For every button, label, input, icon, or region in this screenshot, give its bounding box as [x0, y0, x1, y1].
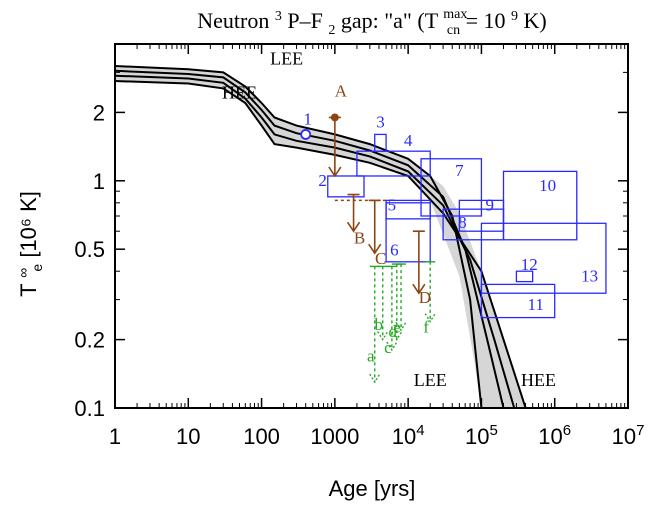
y-tick-label: 0.2: [74, 328, 105, 353]
curve-end-label-lee: LEE: [414, 370, 447, 390]
limit-dot-A: [330, 113, 339, 122]
box-label-3: 3: [376, 112, 385, 131]
dashed-limit-arrow-a: [369, 373, 381, 384]
chart-title: Neutron 3 P–F 2 gap: "a" (T max cn = 10 …: [197, 0, 547, 39]
box-label-6: 6: [390, 240, 399, 259]
box-label-9: 9: [486, 196, 495, 215]
limit-label-D: D: [419, 288, 431, 307]
limit-label-B: B: [354, 228, 365, 247]
box-label-4: 4: [404, 131, 413, 150]
dashed-limit-label-d: d: [389, 322, 398, 341]
data-box-10: [502, 170, 578, 241]
box-label-13: 13: [581, 267, 598, 286]
data-box-12: [515, 270, 534, 283]
curve-label-lee: LEE: [270, 48, 303, 68]
x-tick-label: 107: [612, 422, 645, 449]
data-point-1: [300, 129, 312, 140]
dashed-limit-label-a: a: [367, 347, 375, 366]
dashed-limit-label-e: e: [393, 317, 401, 336]
y-tick-label: 0.1: [74, 396, 105, 421]
box-label-8: 8: [458, 213, 467, 232]
data-box-11: [480, 283, 556, 319]
x-tick-label: 100: [243, 424, 280, 449]
dashed-limit-arrow-f: [424, 313, 436, 323]
dashed-limit-arrow-b: [377, 331, 389, 341]
box-label-5: 5: [388, 196, 397, 215]
limit-label-A: A: [335, 81, 348, 100]
y-axis-label: T ∞ e [10⁶ K]: [8, 191, 47, 297]
limit-arrow-D: [412, 283, 426, 295]
dashed-limit-arrow-c: [386, 341, 398, 352]
point-label-1: 1: [303, 109, 312, 128]
cooling-curve-1: [115, 65, 483, 408]
cooling-curve-3: [115, 74, 516, 408]
y-tick-label: 2: [93, 100, 105, 125]
limit-label-C: C: [375, 249, 386, 268]
data-box-2: [327, 175, 365, 198]
box-label-12: 12: [521, 255, 538, 274]
data-box-4: [356, 150, 431, 177]
y-tick-label: 1: [93, 169, 105, 194]
limit-arrow-A: [328, 166, 342, 178]
x-tick-label: 105: [465, 422, 498, 449]
plot-content: [115, 65, 607, 408]
dashed-limit-label-c: c: [384, 338, 392, 357]
x-tick-label: 10: [176, 424, 200, 449]
data-box-6: [385, 202, 431, 263]
limit-arrow-B: [346, 221, 361, 233]
box-label-7: 7: [455, 161, 464, 180]
curve-end-label-hee: HEE: [521, 370, 556, 390]
axes-frame: [114, 43, 629, 409]
y-tick-label: 0.5: [74, 237, 105, 262]
box-label-2: 2: [318, 171, 327, 190]
data-box-13: [480, 222, 607, 294]
x-tick-label: 106: [538, 422, 571, 449]
box-label-10: 10: [539, 176, 556, 195]
x-axis-label: Age [yrs]: [329, 476, 416, 501]
x-tick-label: 104: [392, 422, 425, 449]
curve-label-hee: HEE: [222, 83, 257, 103]
uncertainty-band: [115, 66, 526, 408]
x-tick-label: 1000: [310, 424, 359, 449]
limit-arrow-C: [368, 243, 382, 255]
dashed-limit-label-b: b: [374, 315, 383, 334]
dashed-limit-label-f: f: [423, 317, 429, 336]
x-tick-label: 1: [109, 424, 121, 449]
dashed-limit-arrow-e: [395, 321, 407, 332]
cooling-curve-4: [115, 80, 527, 408]
dashed-limit-arrow-d: [391, 331, 403, 341]
box-label-11: 11: [527, 295, 543, 314]
data-box-7: [420, 158, 483, 217]
